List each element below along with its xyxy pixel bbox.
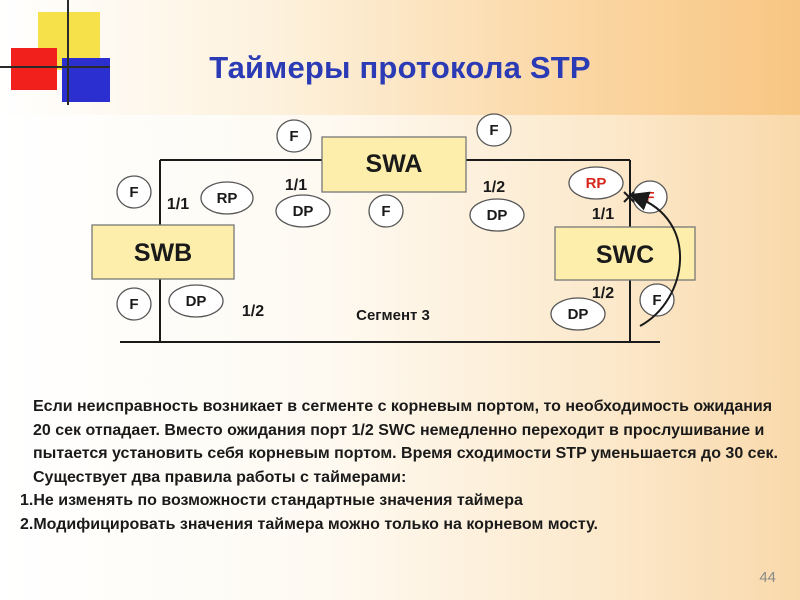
swb-port-1-2: 1/2 — [242, 303, 264, 320]
role-label: DP — [293, 203, 314, 220]
swb-port-1-1: 1/1 — [167, 196, 189, 213]
role-label: DP — [186, 293, 207, 310]
role-label: F — [652, 292, 661, 309]
swa-label: SWA — [366, 150, 423, 178]
role-label: DP — [487, 207, 508, 224]
rule-item: 1.Не изменять по возможности стандартные… — [20, 489, 790, 513]
swa-port-1-2: 1/2 — [483, 179, 505, 196]
swc-label: SWC — [596, 241, 654, 269]
role-label: RP — [217, 190, 238, 207]
role-label: F — [129, 184, 138, 201]
explanation-paragraph: Если неисправность возникает в сегменте … — [20, 395, 790, 489]
segment-3-label: Сегмент 3 — [356, 307, 430, 324]
rule-item: 2.Модифицировать значения таймера можно … — [20, 513, 790, 537]
role-label: F — [381, 203, 390, 220]
role-label: DP — [568, 306, 589, 323]
role-label: F — [289, 128, 298, 145]
role-label: F — [129, 296, 138, 313]
role-label: F — [489, 122, 498, 139]
role-label: RP — [586, 175, 607, 192]
swc-port-1-2: 1/2 — [592, 285, 614, 302]
explanation-text: Если неисправность возникает в сегменте … — [20, 395, 790, 536]
swb-label: SWB — [134, 239, 192, 267]
swc-port-1-1: 1/1 — [592, 206, 614, 223]
page-number: 44 — [759, 569, 776, 586]
stp-topology-diagram: SWA SWB SWC F F F DP DP 1/1 1/2 F RP F D… — [0, 0, 800, 390]
swa-port-1-1: 1/1 — [285, 177, 307, 194]
